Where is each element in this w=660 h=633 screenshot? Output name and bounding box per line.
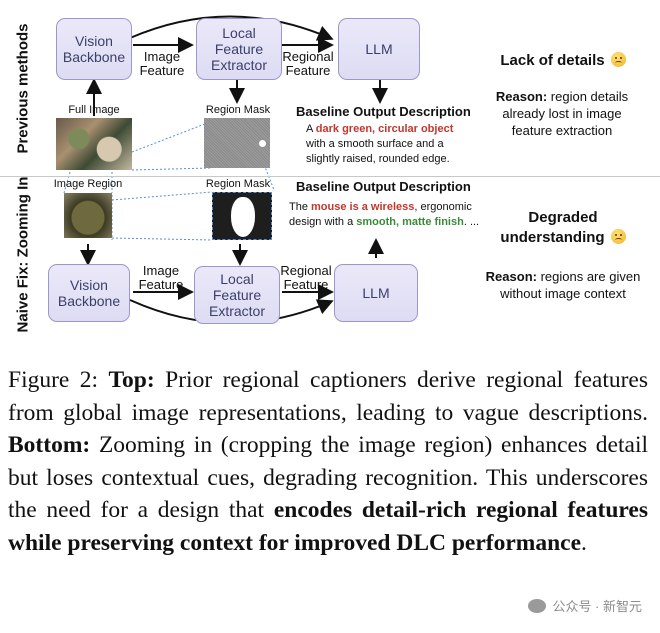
section-divider	[0, 176, 660, 177]
image-region-crop	[64, 193, 112, 238]
bottom-local-feature-extractor-box: Local Feature Extractor	[194, 266, 280, 324]
bottom-llm-box: LLM	[334, 264, 418, 322]
figure-caption: Figure 2: Top: Prior regional captioners…	[8, 367, 649, 556]
top-output-description: A dark green, circular object with a smo…	[306, 123, 454, 165]
bottom-output-title: Baseline Output Description	[296, 179, 471, 194]
top-output-highlight: dark green, circular object	[315, 123, 454, 135]
sad-face-icon	[610, 52, 626, 67]
image-region-label: Image Region	[53, 178, 123, 190]
top-vision-backbone-box: Vision Backbone	[56, 18, 132, 80]
bottom-regional-feature-label: Regional Feature	[280, 263, 332, 292]
full-image	[56, 118, 132, 170]
top-llm-box: LLM	[338, 18, 420, 80]
bottom-region-mask-image	[212, 192, 272, 240]
top-image-feature-label: Image Feature	[139, 49, 185, 78]
sad-face-icon	[610, 229, 626, 244]
full-image-label: Full Image	[68, 104, 120, 116]
bottom-output-description: The mouse is a wireless, ergonomic desig…	[289, 201, 480, 228]
top-reason: Reason: region details already lost in i…	[495, 89, 629, 138]
bottom-image-feature-label: Image Feature	[138, 263, 184, 292]
wechat-logo-icon	[528, 599, 547, 613]
bottom-vision-backbone-box: Vision Backbone	[48, 264, 130, 322]
top-local-feature-extractor-box: Local Feature Extractor	[196, 18, 282, 80]
watermark: 公众号 · 新智元	[528, 596, 642, 615]
top-region-mask-label: Region Mask	[205, 104, 271, 116]
top-region-mask-image	[204, 118, 270, 168]
bottom-region-mask-label: Region Mask	[205, 178, 271, 190]
bottom-reason: Reason: regions are given without image …	[485, 269, 641, 301]
bottom-issue-title: Degraded understanding	[478, 208, 648, 248]
top-output-title: Baseline Output Description	[296, 104, 471, 119]
top-regional-feature-label: Regional Feature	[282, 49, 334, 78]
top-issue-title: Lack of details	[478, 52, 648, 69]
